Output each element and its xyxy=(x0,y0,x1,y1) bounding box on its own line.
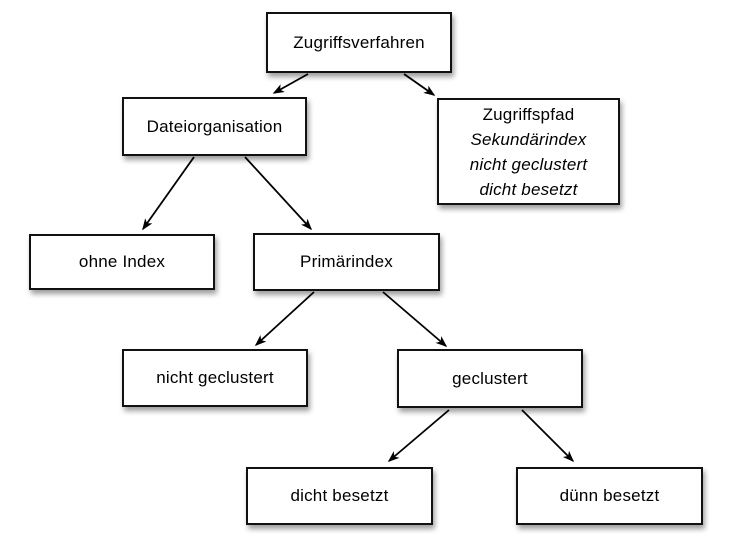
node-geclustert: geclustert xyxy=(397,349,583,408)
node-ohne-index: ohne Index xyxy=(29,234,215,290)
node-label-line: Zugriffspfad xyxy=(482,104,575,124)
edge-geclustert-dicht-besetzt xyxy=(387,409,450,462)
node-label: nicht geclustert xyxy=(156,368,274,387)
node-label: Zugriffsverfahren xyxy=(293,32,425,52)
node-zugriffspfad: Zugriffspfad Sekundärindex nicht geclust… xyxy=(437,98,620,205)
edge-zugriffsverfahren-dateiorganisation xyxy=(272,73,309,94)
node-primaerindex: Primärindex xyxy=(253,233,440,291)
node-duenn-besetzt: dünn besetzt xyxy=(516,467,703,525)
node-zugriffsverfahren: Zugriffsverfahren xyxy=(266,12,452,73)
edge-dateiorganisation-ohne-index xyxy=(142,156,195,231)
node-label: Primärindex xyxy=(300,252,393,271)
node-label-line: nicht geclustert xyxy=(469,154,588,174)
edge-geclustert-duenn-besetzt xyxy=(521,409,575,463)
node-label: dicht besetzt xyxy=(290,486,389,505)
node-label-line: Sekundärindex xyxy=(470,129,587,149)
node-label-line: dicht besetzt xyxy=(479,179,578,199)
node-label: geclustert xyxy=(452,368,528,388)
node-dateiorganisation: Dateiorganisation xyxy=(122,97,307,156)
node-dicht-besetzt: dicht besetzt xyxy=(246,467,433,525)
node-nicht-geclustert: nicht geclustert xyxy=(122,349,308,407)
edge-zugriffsverfahren-zugriffspfad xyxy=(403,73,436,96)
node-label: Dateiorganisation xyxy=(146,116,283,136)
edge-dateiorganisation-primaerindex xyxy=(244,156,313,231)
node-label: dünn besetzt xyxy=(559,486,660,505)
edge-primaerindex-nicht-geclustert xyxy=(254,291,315,347)
edge-primaerindex-geclustert xyxy=(382,291,448,347)
node-label: ohne Index xyxy=(78,252,166,271)
